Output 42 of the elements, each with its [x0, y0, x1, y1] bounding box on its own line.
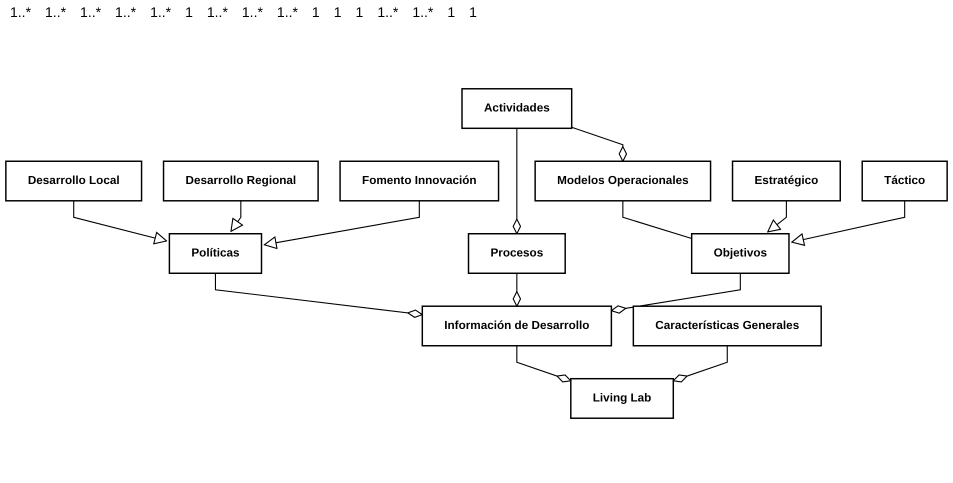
- class-box: Estratégico: [732, 160, 841, 202]
- aggregation-line: [572, 126, 628, 162]
- class-box: Procesos: [468, 233, 566, 274]
- generalization-arrow: [767, 200, 787, 232]
- multiplicity-label: 1..*: [10, 4, 32, 20]
- multiplicity-label: 1..*: [150, 4, 172, 20]
- aggregation-line: [512, 128, 522, 234]
- multiplicity-label: 1..*: [80, 4, 102, 20]
- multiplicity-label: 1: [185, 4, 193, 20]
- multiplicity-label: 1..*: [242, 4, 263, 20]
- class-box: Táctico: [861, 160, 948, 202]
- association-line: [622, 200, 692, 240]
- multiplicity-label: 1..*: [45, 4, 66, 20]
- generalization-arrow: [264, 200, 420, 250]
- multiplicity-label: 1..*: [276, 4, 298, 20]
- aggregation-line: [672, 346, 728, 382]
- class-box: Información de Desarrollo: [422, 305, 612, 346]
- multiplicity-label: 1: [356, 4, 364, 20]
- multiplicity-label: 1..*: [206, 4, 228, 20]
- multiplicity-label: 1..*: [412, 4, 434, 20]
- aggregation-line: [512, 273, 522, 307]
- class-box: Fomento Innovación: [339, 160, 500, 202]
- class-box: Actividades: [461, 88, 572, 130]
- generalization-arrow: [230, 200, 244, 232]
- multiplicity-label: 1: [334, 4, 342, 20]
- multiplicity-label: 1: [469, 4, 477, 20]
- aggregation-line: [610, 273, 741, 314]
- class-box: Características Generales: [632, 305, 822, 346]
- class-box: Políticas: [168, 233, 262, 274]
- aggregation-line: [516, 346, 572, 382]
- class-box: Desarrollo Local: [5, 160, 142, 202]
- multiplicity-label: 1..*: [115, 4, 136, 20]
- class-box: Living Lab: [570, 378, 674, 419]
- multiplicity-label: 1: [447, 4, 456, 20]
- class-box: Objetivos: [690, 233, 790, 274]
- generalization-arrow: [791, 200, 906, 246]
- multiplicity-label: 1: [312, 4, 320, 20]
- generalization-arrow: [73, 200, 168, 244]
- aggregation-line: [214, 273, 423, 318]
- class-box: Desarrollo Regional: [162, 160, 319, 202]
- multiplicity-label: 1..*: [377, 4, 398, 20]
- class-box: Modelos Operacionales: [534, 160, 712, 202]
